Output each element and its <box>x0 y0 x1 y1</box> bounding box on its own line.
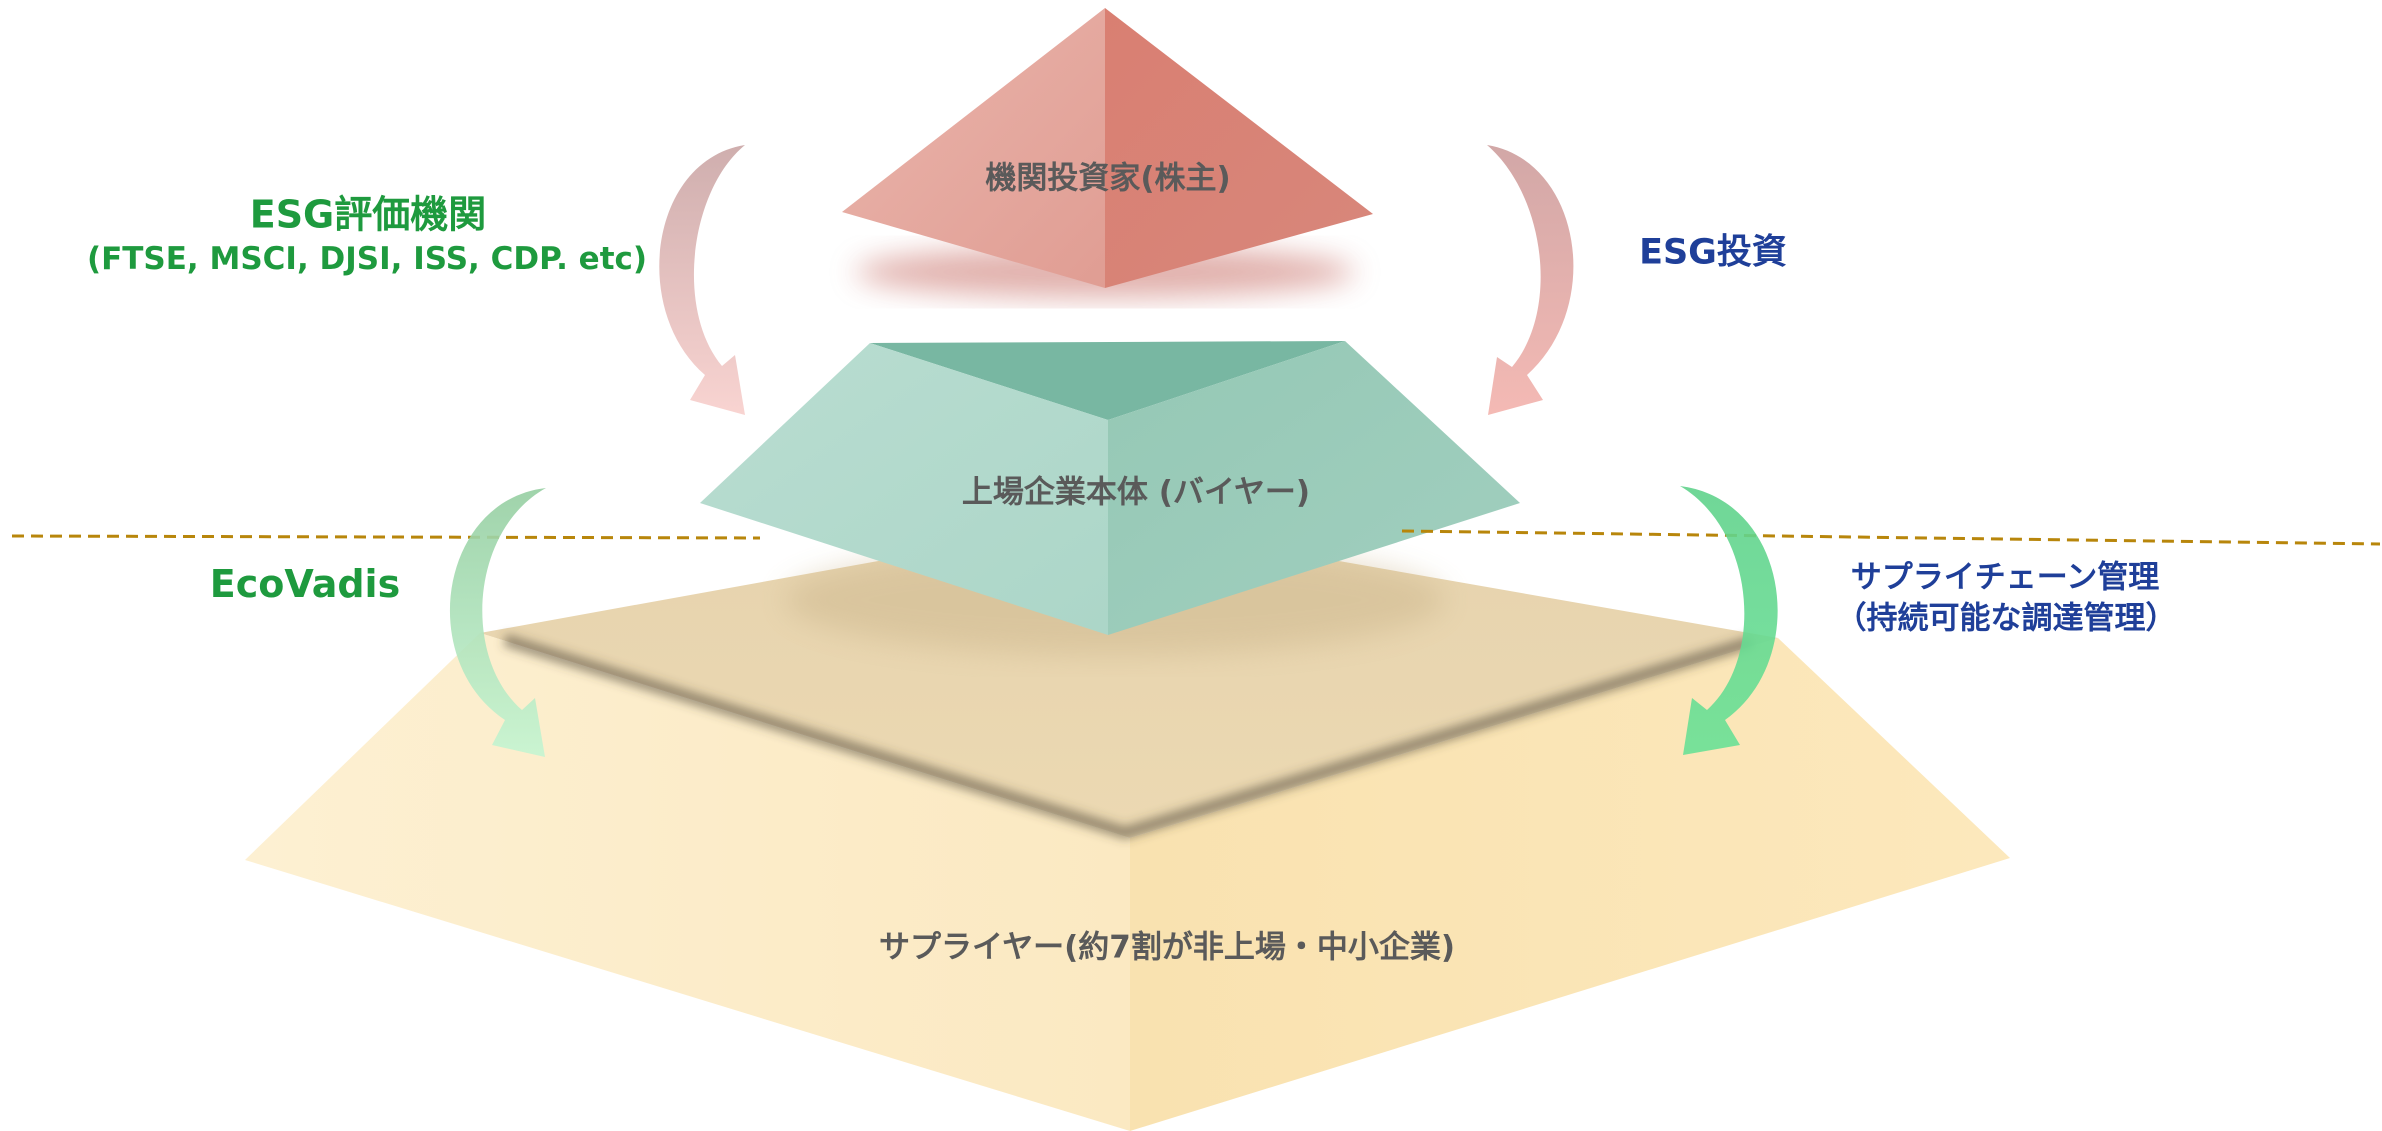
middle-tier-top-face <box>870 341 1345 420</box>
top-tier-label: 機関投資家(株主) <box>985 160 1231 197</box>
bottom-tier-label: サプライヤー(約7割が非上場・中小企業) <box>879 929 1455 966</box>
arrow-ecovadis <box>449 454 546 757</box>
divider-line-right <box>1401 529 2381 546</box>
esg-rating-examples: (FTSE, MSCI, DJSI, ISS, CDP. etc) <box>86 241 648 277</box>
middle-tier-right-face <box>1108 341 1520 635</box>
top-tier-right-face <box>1105 8 1373 288</box>
top-tier-left-face <box>842 8 1105 288</box>
ecovadis-label: EcoVadis <box>209 562 401 606</box>
top-tier <box>842 8 1373 288</box>
middle-tier <box>700 341 1520 635</box>
esg-investment-label: ESG投資 <box>1639 232 1787 273</box>
bottom-tier-inner-edge <box>503 634 1754 840</box>
arrow-esg-investment <box>1487 112 1574 415</box>
bottom-tier-right-face <box>1130 638 2010 1131</box>
arrow-esg-rating <box>659 112 745 415</box>
esg-rating-title: ESG評価機関 <box>249 192 487 237</box>
supply-chain-subtitle: （持続可能な調達管理） <box>1835 600 2177 637</box>
middle-tier-left-face <box>700 343 1108 635</box>
bottom-tier-left-face <box>245 633 1130 1131</box>
supply-chain-title: サプライチェーン管理 <box>1850 559 2160 596</box>
middle-tier-label: 上場企業本体 (バイヤー) <box>961 474 1311 511</box>
arrow-supply-chain <box>1680 452 1778 755</box>
divider-line-left <box>11 534 761 540</box>
